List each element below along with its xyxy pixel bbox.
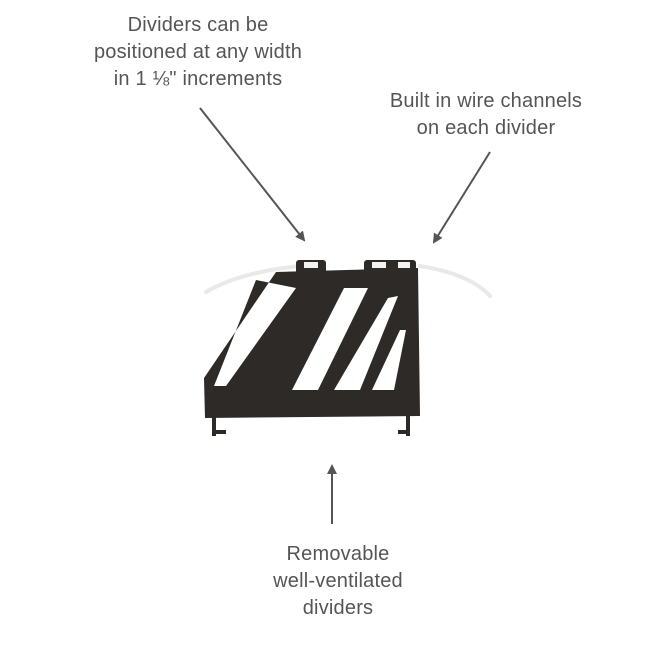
callout-width-increments: Dividers can be positioned at any width … xyxy=(93,14,303,90)
wire-channel-clip xyxy=(304,262,318,268)
mounting-tab xyxy=(212,416,216,436)
arrow-right xyxy=(432,151,491,244)
wire-right xyxy=(418,264,492,298)
callout-wire-channels: Built in wire channels on each divider xyxy=(389,90,583,139)
arrow-top xyxy=(199,107,306,242)
mounting-tab xyxy=(216,430,226,434)
wire-left xyxy=(204,264,302,294)
divider-illustration xyxy=(204,260,420,436)
wire-channel-clip xyxy=(372,262,386,268)
divider-panel xyxy=(204,268,420,418)
callout-removable-dividers: Removable well-ventilated dividers xyxy=(273,543,403,619)
mounting-tab xyxy=(398,430,408,434)
mounting-tab xyxy=(406,416,410,436)
wire-channel-clip xyxy=(398,262,410,268)
